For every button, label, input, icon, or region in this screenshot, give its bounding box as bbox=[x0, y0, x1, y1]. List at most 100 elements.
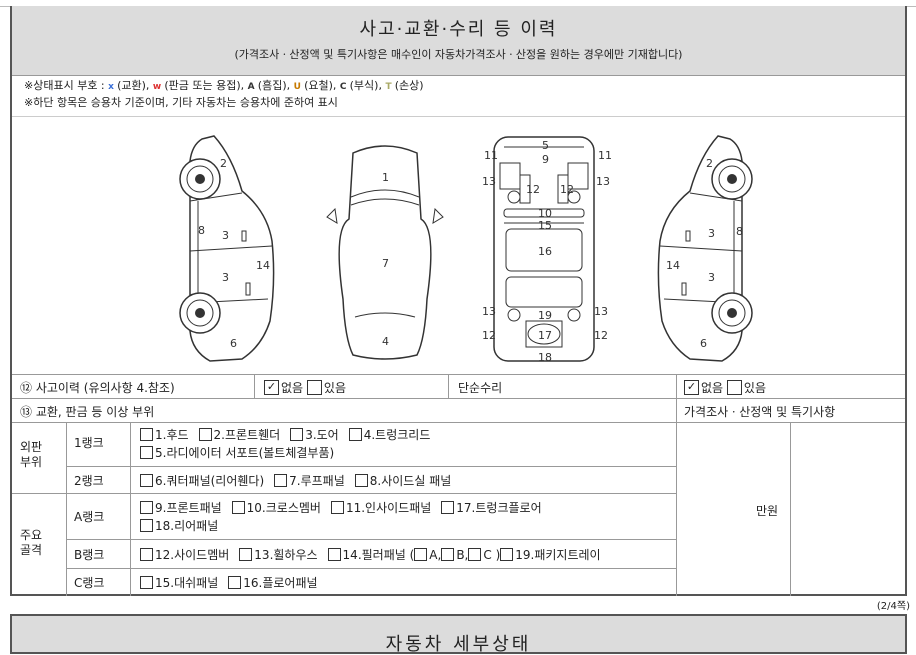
part-label: 15 bbox=[538, 219, 552, 232]
repair-exist-label: 있음 bbox=[743, 380, 767, 395]
part-checkbox[interactable] bbox=[348, 428, 362, 441]
rank-1-label: 1랭크 bbox=[74, 436, 104, 450]
part-checkbox[interactable] bbox=[140, 428, 153, 441]
part-label: 11 bbox=[484, 149, 498, 162]
price-header-label: 가격조사ㆍ산정액 및 특기사항 bbox=[684, 404, 836, 419]
part-item-label: 1.후드 bbox=[155, 428, 189, 442]
simple-repair-label: 단순수리 bbox=[458, 380, 503, 395]
legend-label: (부식), bbox=[349, 79, 386, 92]
part-item-label: 6.쿼터패널(리어휀다) bbox=[155, 474, 265, 488]
accident-label: ⑫ 사고이력 (유의사항 4.참조) bbox=[20, 380, 175, 395]
part-label: 13 bbox=[482, 305, 496, 318]
part-label: 18 bbox=[538, 351, 552, 364]
part-item-label: 11.인사이드패널 bbox=[345, 501, 432, 515]
part-item-label: 2.프론트휀더 bbox=[213, 428, 281, 442]
part-label: 12 bbox=[560, 183, 574, 196]
accident-none-label: 없음 bbox=[281, 380, 304, 395]
part-label: 1 bbox=[382, 171, 389, 184]
pillar-option-label: B, bbox=[456, 548, 469, 562]
part-label: 3 bbox=[222, 229, 229, 242]
pillar-option-checkbox[interactable] bbox=[468, 548, 482, 561]
part-checkbox[interactable] bbox=[140, 519, 153, 532]
car-right-side-diagram: 2 3 8 14 3 6 bbox=[657, 135, 753, 362]
part-label: 8 bbox=[736, 225, 743, 238]
legend: ※상태표시 부호 : x (교환), w (판금 또는 용접), A (흠집),… bbox=[24, 78, 424, 111]
part-item-label: 13.휠하우스 bbox=[254, 548, 318, 562]
legend-symbol: C bbox=[339, 82, 350, 92]
repair-exist-checkbox[interactable] bbox=[726, 379, 742, 395]
legend-symbol: x bbox=[108, 82, 118, 92]
part-label: 9 bbox=[542, 153, 549, 166]
main-group-label: 주요 골격 bbox=[20, 528, 43, 557]
part-item-label: 14.필러패널 ( bbox=[342, 548, 415, 562]
part-checkbox[interactable] bbox=[140, 474, 153, 487]
part-label: 6 bbox=[230, 337, 237, 350]
legend-symbol: U bbox=[293, 82, 305, 92]
part-label: 3 bbox=[708, 271, 715, 284]
pillar-option-checkbox[interactable] bbox=[441, 548, 455, 561]
part-label: 13 bbox=[482, 175, 496, 188]
part-label: 19 bbox=[538, 309, 552, 322]
rank-2-label: 2랭크 bbox=[74, 474, 104, 488]
pillar-option-checkbox[interactable] bbox=[414, 548, 428, 561]
part-checkbox[interactable] bbox=[500, 548, 514, 561]
car-underbody-diagram: 5 9 11 11 13 13 12 12 10 15 16 13 13 19 … bbox=[482, 136, 612, 364]
rank-a-label: A랭크 bbox=[74, 510, 105, 524]
legend-symbol: T bbox=[385, 82, 395, 92]
accident-exist-label: 있음 bbox=[323, 380, 347, 395]
part-label: 17 bbox=[538, 329, 552, 342]
rank-c-label: C랭크 bbox=[74, 576, 105, 590]
section-subtitle: (가격조사ㆍ산정액 및 특기사항은 매수인이 자동차가격조사ㆍ산정을 원하는 경… bbox=[234, 48, 683, 61]
part-label: 2 bbox=[706, 157, 713, 170]
part-checkbox[interactable] bbox=[140, 501, 153, 514]
part-label: 10 bbox=[538, 207, 552, 220]
part-checkbox[interactable] bbox=[239, 548, 253, 561]
part-label: 14 bbox=[666, 259, 680, 272]
price-unit: 만원 bbox=[756, 504, 779, 518]
part-item-label: 7.루프패널 bbox=[289, 474, 345, 488]
part-label: 13 bbox=[596, 175, 610, 188]
part-label: 2 bbox=[220, 157, 227, 170]
part-checkbox[interactable] bbox=[231, 501, 245, 514]
part-checkbox[interactable] bbox=[330, 501, 344, 514]
part-checkbox[interactable] bbox=[140, 548, 153, 561]
part-checkbox[interactable] bbox=[198, 428, 212, 441]
part-label: 8 bbox=[198, 224, 205, 237]
part-checkbox[interactable] bbox=[274, 474, 288, 487]
part-checkbox[interactable] bbox=[228, 576, 242, 589]
part-item-label: 4.트렁크리드 bbox=[363, 428, 431, 442]
part-checkbox[interactable] bbox=[140, 576, 153, 589]
part-checkbox[interactable] bbox=[327, 548, 341, 561]
legend-label: (요철), bbox=[304, 79, 340, 92]
part-label: 6 bbox=[700, 337, 707, 350]
next-section-title: 자동차 세부상태 bbox=[385, 634, 532, 655]
part-item-label: 19.패키지트레이 bbox=[515, 548, 601, 562]
accident-exist-checkbox[interactable] bbox=[306, 379, 322, 395]
part-checkbox[interactable] bbox=[354, 474, 368, 487]
parts-header-row: ⑬ 교환, 판금 등 이상 부위 가격조사ㆍ산정액 및 특기사항 bbox=[12, 398, 905, 423]
car-diagrams: 2 8 3 3 14 6 1 7 4 bbox=[12, 116, 905, 375]
legend-symbol: w bbox=[152, 82, 165, 92]
part-label: 4 bbox=[382, 335, 389, 348]
part-label: 11 bbox=[598, 149, 612, 162]
accident-row: ⑫ 사고이력 (유의사항 4.참조) ✓ 없음 있음 단순수리 ✓ 없음 있음 bbox=[12, 374, 905, 399]
part-label: 12 bbox=[526, 183, 540, 196]
legend-label: (판금 또는 용접), bbox=[164, 79, 248, 92]
repair-none-checkbox[interactable]: ✓ bbox=[684, 379, 699, 395]
legend-items: x (교환), w (판금 또는 용접), A (흠집), U (요철), C … bbox=[108, 79, 423, 92]
legend-label: (손상) bbox=[394, 79, 424, 92]
parts-header-label: ⑬ 교환, 판금 등 이상 부위 bbox=[20, 404, 155, 419]
part-checkbox[interactable] bbox=[441, 501, 455, 514]
simple-repair-options: ✓ 없음 있음 bbox=[684, 375, 884, 399]
legend-line-1: ※상태표시 부호 : x (교환), w (판금 또는 용접), A (흠집),… bbox=[24, 78, 424, 95]
accident-none-checkbox[interactable]: ✓ bbox=[264, 379, 279, 395]
outer-group-label: 외판 부위 bbox=[20, 440, 43, 469]
part-label: 3 bbox=[222, 271, 229, 284]
part-checkbox[interactable] bbox=[140, 446, 153, 459]
legend-symbol: A bbox=[247, 82, 258, 92]
rank-b-label: B랭크 bbox=[74, 548, 105, 562]
rank-a-items-line2: 18.리어패널 bbox=[140, 517, 228, 534]
part-checkbox[interactable] bbox=[290, 428, 304, 441]
